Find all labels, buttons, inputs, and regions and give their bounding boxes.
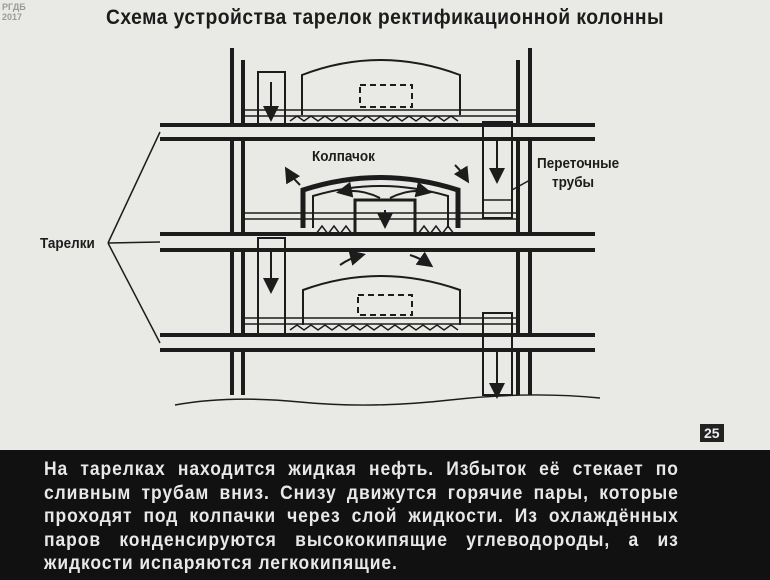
slide-title: Схема устройства тарелок ректификационно… [105,6,664,29]
downcomer-bottom-left [257,237,286,336]
plates-leader-lines [107,131,531,344]
watermark-line: 2017 [2,12,23,22]
dashed-riser-top [359,84,413,108]
cap-top [301,59,461,115]
caption-text: На тарелках находится жидкая нефть. Избы… [44,459,679,574]
dashed-riser-bottom [357,294,413,316]
column-diagram [107,48,601,406]
watermark-line: РГДБ [2,2,26,12]
plate-3 [160,333,595,352]
column-wall-left [230,48,245,395]
plate-1 [160,123,595,141]
label-cap: Колпачок [312,148,375,165]
column-wall-right [516,48,532,395]
page-number: 25 [700,424,724,442]
caption-band: На тарелках находится жидкая нефть. Избы… [0,450,770,580]
bubble-cap [300,175,461,228]
riser [353,198,417,234]
cap-bottom [302,275,461,325]
label-downcomers-1: Переточные [537,155,620,172]
plate-2 [160,232,595,252]
label-downcomers-2: трубы [552,174,595,191]
vapor-arrows [284,164,470,268]
label-plates: Тарелки [40,235,95,252]
downcomer-top-left [257,71,286,125]
cut-line [174,394,601,406]
downcomer-middle-right [482,121,513,219]
